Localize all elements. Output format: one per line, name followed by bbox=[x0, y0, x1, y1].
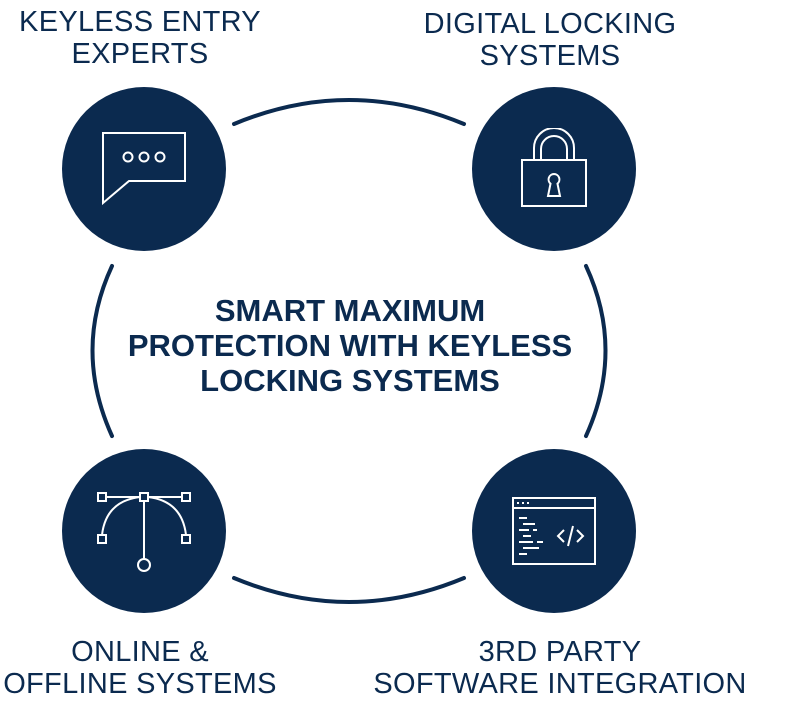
node-third-party-software-integration bbox=[472, 449, 636, 613]
center-title: SMART MAXIMUM PROTECTION WITH KEYLESS LO… bbox=[110, 293, 590, 398]
center-title-line: SMART MAXIMUM bbox=[214, 293, 486, 328]
vector-path-icon bbox=[97, 492, 191, 572]
center-title-line: PROTECTION WITH KEYLESS bbox=[127, 328, 573, 363]
label-digital-locking-systems: DIGITAL LOCKING SYSTEMS bbox=[405, 8, 695, 72]
node-digital-locking-systems bbox=[472, 87, 636, 251]
node-online-offline-systems bbox=[62, 449, 226, 613]
label-third-party-software-integration: 3RD PARTY SOFTWARE INTEGRATION bbox=[360, 636, 760, 700]
label-line: DIGITAL LOCKING bbox=[423, 8, 677, 40]
padlock-icon bbox=[521, 128, 587, 207]
label-line: 3RD PARTY bbox=[478, 636, 642, 668]
label-line: SYSTEMS bbox=[479, 40, 621, 72]
label-line: EXPERTS bbox=[71, 38, 209, 70]
label-online-offline-systems: ONLINE & OFFLINE SYSTEMS bbox=[0, 636, 280, 700]
ring-arc-left bbox=[90, 264, 114, 438]
label-keyless-entry-experts: KEYLESS ENTRY EXPERTS bbox=[10, 6, 270, 70]
code-window-icon bbox=[512, 497, 596, 565]
node-keyless-entry-experts bbox=[62, 87, 226, 251]
ring-arc-bottom bbox=[232, 576, 466, 604]
label-line: ONLINE & bbox=[71, 636, 209, 668]
label-line: OFFLINE SYSTEMS bbox=[3, 668, 277, 700]
center-title-line: LOCKING SYSTEMS bbox=[200, 363, 500, 398]
label-line: KEYLESS ENTRY bbox=[19, 6, 261, 38]
chat-bubble-icon bbox=[102, 132, 186, 206]
ring-arc-top bbox=[232, 98, 466, 126]
label-line: SOFTWARE INTEGRATION bbox=[373, 668, 747, 700]
ring-arc-right bbox=[584, 264, 608, 438]
